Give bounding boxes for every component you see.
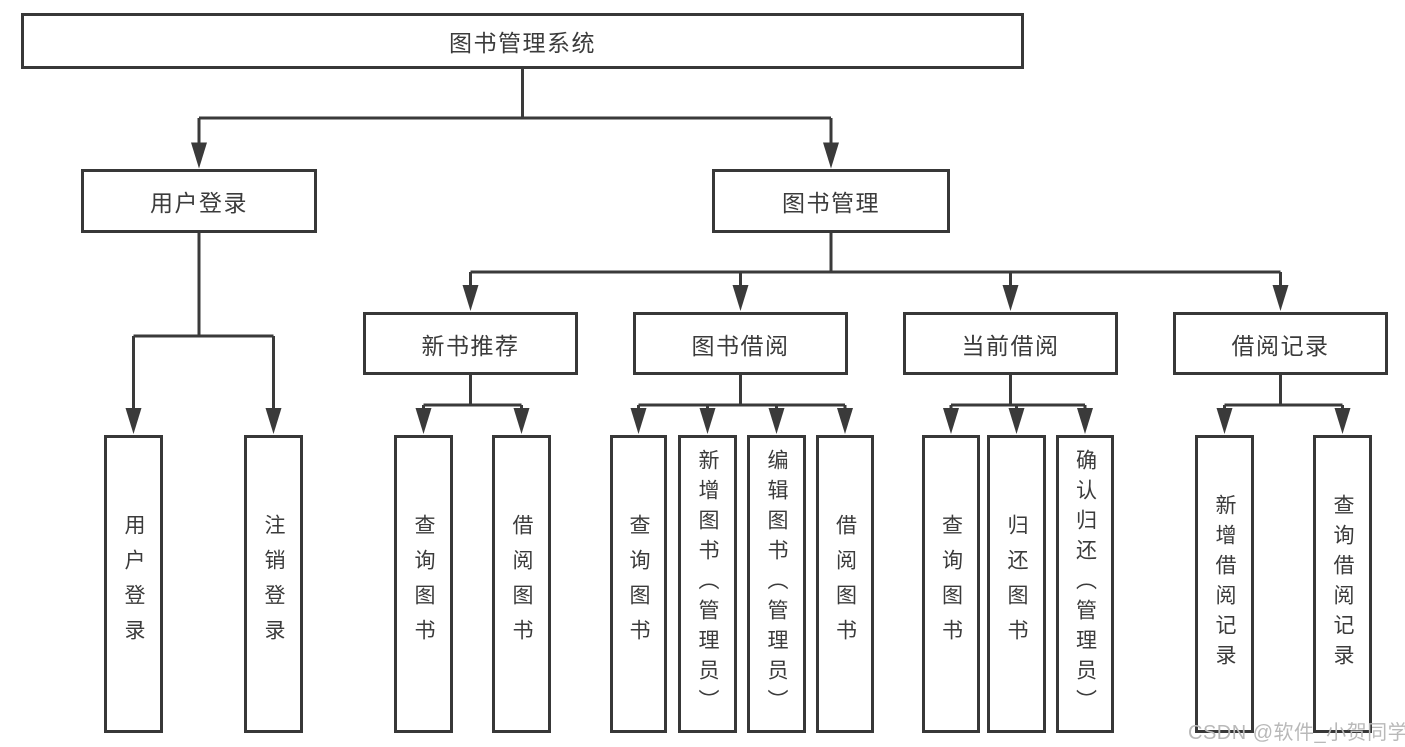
leaf-add-books-admin-label: 新增图书（管理员） [696, 449, 719, 719]
node-book-management: 图书管理 [712, 169, 950, 233]
arrowhead [1002, 285, 1019, 311]
leaf-query-books-borrowing-label: 查询图书 [627, 514, 650, 654]
leaf-query-books-recommend: 查询图书 [394, 435, 453, 733]
leaf-logout-label: 注销登录 [262, 514, 285, 654]
connector-book-mgmt-split [462, 232, 1289, 311]
leaf-query-books-current-label: 查询图书 [939, 514, 963, 654]
arrowhead [699, 408, 716, 434]
arrowhead [1334, 408, 1351, 434]
connector-root-split [191, 68, 839, 169]
leaf-add-borrow-record-label: 新增借阅记录 [1213, 494, 1236, 674]
arrowhead [823, 142, 839, 169]
node-root-label: 图书管理系统 [449, 30, 596, 56]
leaf-query-books-borrowing: 查询图书 [610, 435, 667, 733]
arrowhead [768, 408, 785, 434]
arrowhead [191, 142, 207, 169]
node-root: 图书管理系统 [21, 13, 1024, 69]
arrowhead [265, 408, 282, 434]
arrowhead [125, 408, 142, 434]
arrowhead [837, 408, 853, 434]
node-new-book-recommend: 新书推荐 [363, 312, 578, 375]
node-book-management-label: 图书管理 [782, 190, 880, 216]
arrowhead [1008, 408, 1025, 434]
leaf-edit-books-admin: 编辑图书（管理员） [747, 435, 806, 733]
leaf-query-borrow-record-label: 查询借阅记录 [1331, 494, 1354, 674]
arrowhead [415, 408, 432, 434]
leaf-add-borrow-record: 新增借阅记录 [1195, 435, 1254, 733]
arrowhead [1272, 285, 1289, 311]
leaf-return-books: 归还图书 [987, 435, 1046, 733]
arrowhead [1077, 408, 1093, 434]
connector-borrowing-records-split [1216, 374, 1351, 434]
node-user-login: 用户登录 [81, 169, 317, 233]
leaf-user-login: 用户登录 [104, 435, 163, 733]
leaf-borrow-books: 借阅图书 [816, 435, 874, 733]
node-borrowing-records-label: 借阅记录 [1231, 332, 1330, 359]
node-book-borrowing-label: 图书借阅 [691, 332, 790, 359]
node-book-borrowing: 图书借阅 [633, 312, 848, 375]
arrowhead [732, 285, 749, 311]
connector-new-book-split [415, 374, 530, 434]
leaf-add-books-admin: 新增图书（管理员） [678, 435, 737, 733]
leaf-borrow-books-recommend: 借阅图书 [492, 435, 551, 733]
arrowhead [462, 285, 479, 311]
connector-book-borrowing-split [630, 374, 853, 434]
leaf-return-books-label: 归还图书 [1005, 514, 1028, 654]
node-new-book-recommend-label: 新书推荐 [421, 332, 520, 359]
leaf-query-books-recommend-label: 查询图书 [412, 514, 435, 654]
node-user-login-label: 用户登录 [150, 190, 248, 216]
leaf-borrow-books-recommend-label: 借阅图书 [510, 514, 533, 654]
arrowhead [943, 408, 959, 434]
node-borrowing-records: 借阅记录 [1173, 312, 1388, 375]
leaf-user-login-label: 用户登录 [122, 514, 145, 654]
leaf-confirm-return-admin: 确认归还（管理员） [1056, 435, 1114, 733]
connector-current-borrowing-split [943, 374, 1093, 434]
node-current-borrowing: 当前借阅 [903, 312, 1118, 375]
leaf-query-borrow-record: 查询借阅记录 [1313, 435, 1372, 733]
arrowhead [630, 408, 647, 434]
leaf-borrow-books-label: 借阅图书 [833, 514, 857, 654]
arrowhead [513, 408, 530, 434]
connector-user-login-split [125, 232, 282, 434]
leaf-query-books-current: 查询图书 [922, 435, 980, 733]
leaf-confirm-return-admin-label: 确认归还（管理员） [1073, 449, 1097, 719]
leaf-edit-books-admin-label: 编辑图书（管理员） [765, 449, 788, 719]
csdn-watermark: CSDN @软件_小贺同学 [1188, 722, 1405, 744]
leaf-logout: 注销登录 [244, 435, 303, 733]
arrowhead [1216, 408, 1233, 434]
node-current-borrowing-label: 当前借阅 [961, 332, 1060, 359]
